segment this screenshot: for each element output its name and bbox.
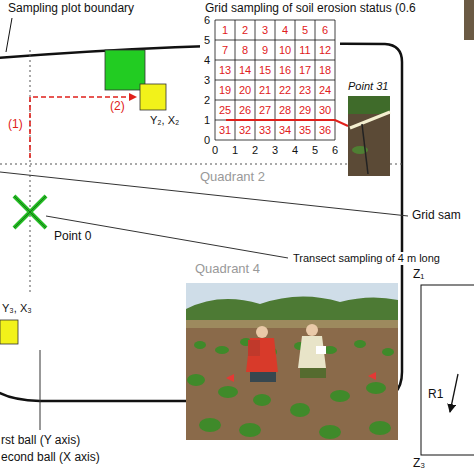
grid-cell-number: 35	[299, 124, 311, 137]
axis-number: 6	[332, 144, 338, 157]
grid-cell-number: 6	[322, 24, 328, 37]
grid-cell-number: 28	[279, 104, 291, 117]
grid-cell-number: 26	[239, 104, 251, 117]
transect-cross	[14, 196, 46, 228]
direction-label: R1	[428, 388, 443, 402]
axis-dotted	[0, 164, 402, 165]
axis-number: 2	[252, 144, 258, 157]
walk-path	[30, 97, 136, 158]
grid-cell-number: 32	[239, 124, 251, 137]
grid-cell-number: 23	[299, 84, 311, 97]
grid-cell-number: 20	[239, 84, 251, 97]
ball-note: econd ball (X axis)	[1, 451, 100, 465]
step-number: (1)	[8, 118, 23, 132]
leader-line	[40, 350, 41, 430]
axis-number: 2	[204, 94, 210, 107]
quadrant-label: Quadrant 2	[200, 170, 265, 185]
photo-label: Point 31	[348, 80, 388, 93]
grid-ground	[200, 18, 340, 158]
transect-cross	[14, 196, 46, 228]
person-figure	[298, 324, 326, 378]
grid-cell-number: 16	[279, 64, 291, 77]
grid-cell-number: 13	[219, 64, 231, 77]
grid-cell-number: 34	[279, 124, 291, 137]
grid-cell-number: 4	[282, 24, 288, 37]
grid-cell-number: 36	[319, 124, 331, 137]
axis-number: 1	[204, 114, 210, 127]
axis-number: 4	[204, 54, 210, 67]
sample-square	[140, 84, 166, 110]
field-photo	[186, 283, 398, 440]
grid-label: Grid sam	[412, 209, 461, 223]
grid-cell-number: 5	[302, 24, 308, 37]
grid-cell-number: 22	[279, 84, 291, 97]
axis-number: 0	[204, 134, 210, 147]
grid-cell-number: 12	[319, 44, 331, 57]
sample-square	[105, 50, 145, 90]
cropped-photo	[464, 0, 474, 40]
soil-photo	[348, 96, 390, 176]
grid-cell-number: 11	[299, 44, 310, 57]
grid-cell-number: 33	[259, 124, 271, 137]
grid-cell-number: 1	[222, 24, 228, 37]
grid-lines	[215, 20, 335, 140]
grid-cell-number: 25	[219, 104, 231, 117]
coordinate-label: Y₃, X₃	[2, 302, 32, 315]
axis-number: 4	[292, 144, 298, 157]
axis-number: 5	[312, 144, 318, 157]
grid-cell-number: 15	[259, 64, 271, 77]
grid-cell-number: 3	[262, 24, 268, 37]
axis-number: 5	[204, 34, 210, 47]
grid-cell-number: 30	[319, 104, 331, 117]
sample-square	[0, 320, 18, 344]
grid-cell-number: 27	[259, 104, 271, 117]
panel-frame	[421, 285, 474, 455]
corner-label: Z₁	[413, 268, 424, 282]
leader-line	[6, 18, 12, 52]
axis-number: 3	[272, 144, 278, 157]
axis-number: 6	[204, 14, 210, 27]
grid-cell-number: 19	[219, 84, 231, 97]
transect-cross	[14, 196, 46, 228]
axis-dotted	[30, 50, 31, 295]
grid-cell-number: 10	[279, 44, 291, 57]
grid-cell-number: 2	[242, 24, 248, 37]
axis-number: 0	[212, 144, 218, 157]
grid-cell-number: 7	[222, 44, 228, 57]
transect-cross	[14, 196, 46, 228]
plot-label: Sampling plot boundary	[8, 2, 134, 16]
transect-label: Transect sampling of 4 m long	[291, 252, 442, 265]
grid-cell-number: 9	[262, 44, 268, 57]
grid-cell-number: 21	[259, 84, 271, 97]
direction-arrow	[450, 374, 458, 412]
grid-cell-number: 17	[299, 64, 311, 77]
grid-cell-number: 8	[242, 44, 248, 57]
ball-note: rst ball (Y axis)	[1, 434, 80, 448]
point-label: Point 0	[54, 230, 91, 244]
axis-number: 3	[204, 74, 210, 87]
axis-number: 1	[232, 144, 238, 157]
grid-cell-number: 14	[239, 64, 251, 77]
grid-title: Grid sampling of soil erosion status (0.…	[205, 2, 416, 16]
quadrant-label: Quadrant 4	[195, 262, 260, 277]
coordinate-label: Y₂, X₂	[150, 114, 179, 127]
step-number: (2)	[110, 100, 125, 114]
grid-cell-number: 29	[299, 104, 311, 117]
grid-cell-number: 24	[319, 84, 331, 97]
leader-line	[46, 216, 288, 258]
person-figure	[246, 326, 278, 382]
grid-cell-number: 18	[319, 64, 331, 77]
corner-label: Z₃	[413, 457, 425, 471]
grid-cell-number: 31	[219, 124, 231, 137]
